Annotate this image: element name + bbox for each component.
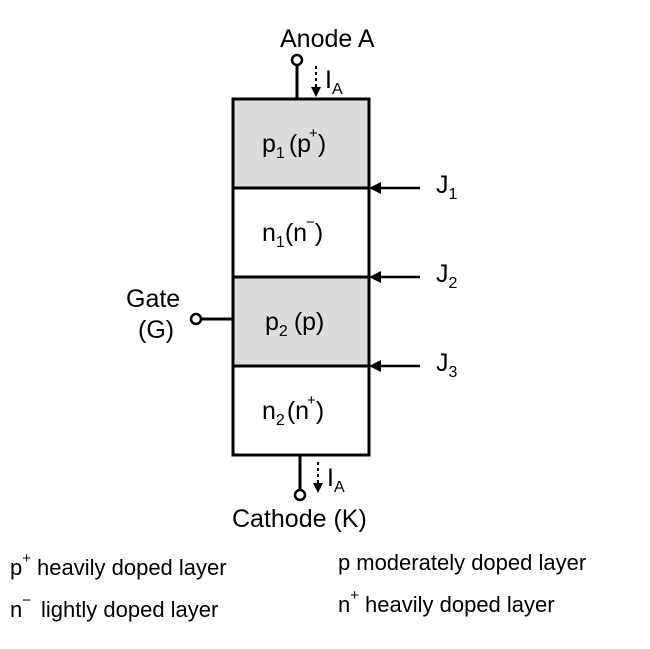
anode-terminal (290, 53, 304, 67)
layer-n2-region (231, 364, 371, 457)
junction-arrowhead-j1 (369, 182, 381, 194)
layer-n1-region (231, 186, 371, 279)
legend-item-n-minus: n−lightly doped layer (10, 592, 218, 622)
junction-label-j2: J2 (436, 260, 458, 292)
gate-terminal (189, 312, 203, 326)
cathode-current-label: IA (327, 464, 345, 496)
gate-label-designator: (G) (138, 316, 174, 344)
layer-label-n2: n2(n+) (262, 392, 324, 429)
layer-label-p2: p2(p) (265, 308, 324, 340)
cathode-terminal (293, 488, 307, 502)
junction-arrowhead-j3 (369, 360, 381, 372)
junction-label-j1: J1 (436, 171, 458, 203)
gate-label: Gate (126, 285, 180, 313)
anode-label: Anode A (280, 25, 375, 53)
junction-label-j3: J3 (436, 349, 458, 381)
layer-label-p1: p1(p+) (262, 125, 326, 162)
anode-current-label: IA (325, 66, 343, 98)
legend-item-p-plus: p+heavily doped layer (10, 550, 227, 580)
junction-arrowhead-j2 (369, 271, 381, 283)
cathode-current-arrowhead (313, 483, 323, 493)
layer-label-n1: n1(n−) (262, 214, 323, 251)
legend-item-n-plus: n+heavily doped layer (338, 587, 555, 617)
layer-p1-region (231, 97, 371, 190)
cathode-label: Cathode (K) (232, 505, 367, 533)
anode-current-arrowhead (311, 87, 321, 97)
